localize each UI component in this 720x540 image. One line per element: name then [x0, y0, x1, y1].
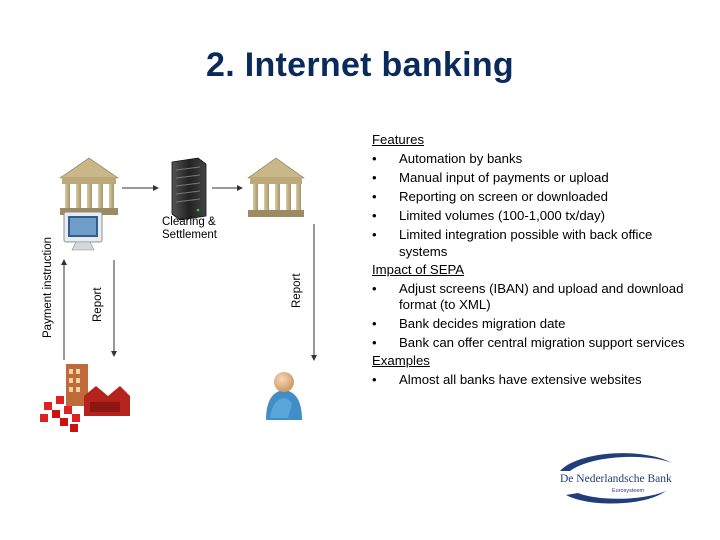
- bank-building-icon: [247, 157, 305, 217]
- feature-text: Limited integration possible with back o…: [399, 227, 653, 259]
- impact-text: Bank can offer central migration support…: [399, 335, 685, 351]
- bullet-icon: •: [372, 227, 377, 243]
- feature-text: Automation by banks: [399, 151, 523, 167]
- logo-subtitle: Eurosysteem: [612, 488, 645, 494]
- impact-item: • Bank can offer central migration suppor…: [372, 335, 692, 351]
- example-text: Almost all banks have extensive websites: [399, 372, 642, 388]
- clearing-settlement-label: Clearing & Settlement: [162, 216, 217, 241]
- feature-text: Reporting on screen or downloaded: [399, 189, 608, 205]
- server-rack-icon: [171, 157, 207, 221]
- features-heading: Features: [372, 132, 425, 147]
- feature-item: • Limited volumes (100-1,000 tx/day): [372, 208, 692, 224]
- bullet-icon: •: [372, 280, 377, 296]
- computer-terminal-icon: [63, 211, 103, 251]
- feature-item: • Manual input of payments or upload: [372, 170, 692, 186]
- dnb-logo: De Nederlandsche Bank Eurosysteem: [548, 449, 698, 509]
- feature-item: • Reporting on screen or downloaded: [372, 189, 692, 205]
- impact-text: Bank decides migration date: [399, 315, 566, 331]
- bullet-icon: •: [372, 151, 377, 167]
- diagram-graphics: [40, 157, 317, 432]
- feature-text: Limited volumes (100-1,000 tx/day): [399, 208, 605, 224]
- report-label-left: Report: [92, 287, 104, 322]
- impact-item: • Bank decides migration date: [372, 316, 692, 332]
- bank-building-icon: [59, 157, 119, 215]
- examples-heading: Examples: [372, 353, 430, 369]
- person-icon: [266, 372, 302, 420]
- payment-flow-diagram: Clearing & Settlement Payment instructio…: [0, 120, 360, 440]
- logo-swoosh-icon: [560, 453, 672, 504]
- impact-heading: Impact of SEPA: [372, 261, 465, 277]
- feature-item: • Automation by banks: [372, 151, 692, 167]
- clearing-label-line2: Settlement: [162, 228, 217, 241]
- feature-text: Manual input of payments or upload: [399, 170, 609, 186]
- feature-item: • Limited integration possible with back …: [372, 227, 692, 259]
- impact-text: Adjust screens (IBAN) and upload and dow…: [399, 280, 684, 312]
- bullet-icon: •: [372, 189, 377, 205]
- clearing-label-line1: Clearing &: [162, 216, 216, 228]
- factory-icon: [40, 364, 130, 432]
- payment-instruction-label: Payment instruction: [42, 237, 54, 338]
- text-panel: Features • Automation by banks • Manual in…: [372, 130, 692, 388]
- bullet-icon: •: [372, 315, 377, 331]
- bullet-icon: •: [372, 208, 377, 224]
- slide-title: 2. Internet banking: [206, 46, 514, 84]
- bullet-icon: •: [372, 372, 377, 388]
- impact-item: • Adjust screens (IBAN) and upload and do…: [372, 281, 692, 313]
- bullet-icon: •: [372, 170, 377, 186]
- bullet-icon: •: [372, 335, 377, 351]
- example-item: • Almost all banks have extensive website…: [372, 372, 692, 388]
- report-label-right: Report: [291, 273, 303, 308]
- logo-name: De Nederlandsche Bank: [560, 473, 672, 485]
